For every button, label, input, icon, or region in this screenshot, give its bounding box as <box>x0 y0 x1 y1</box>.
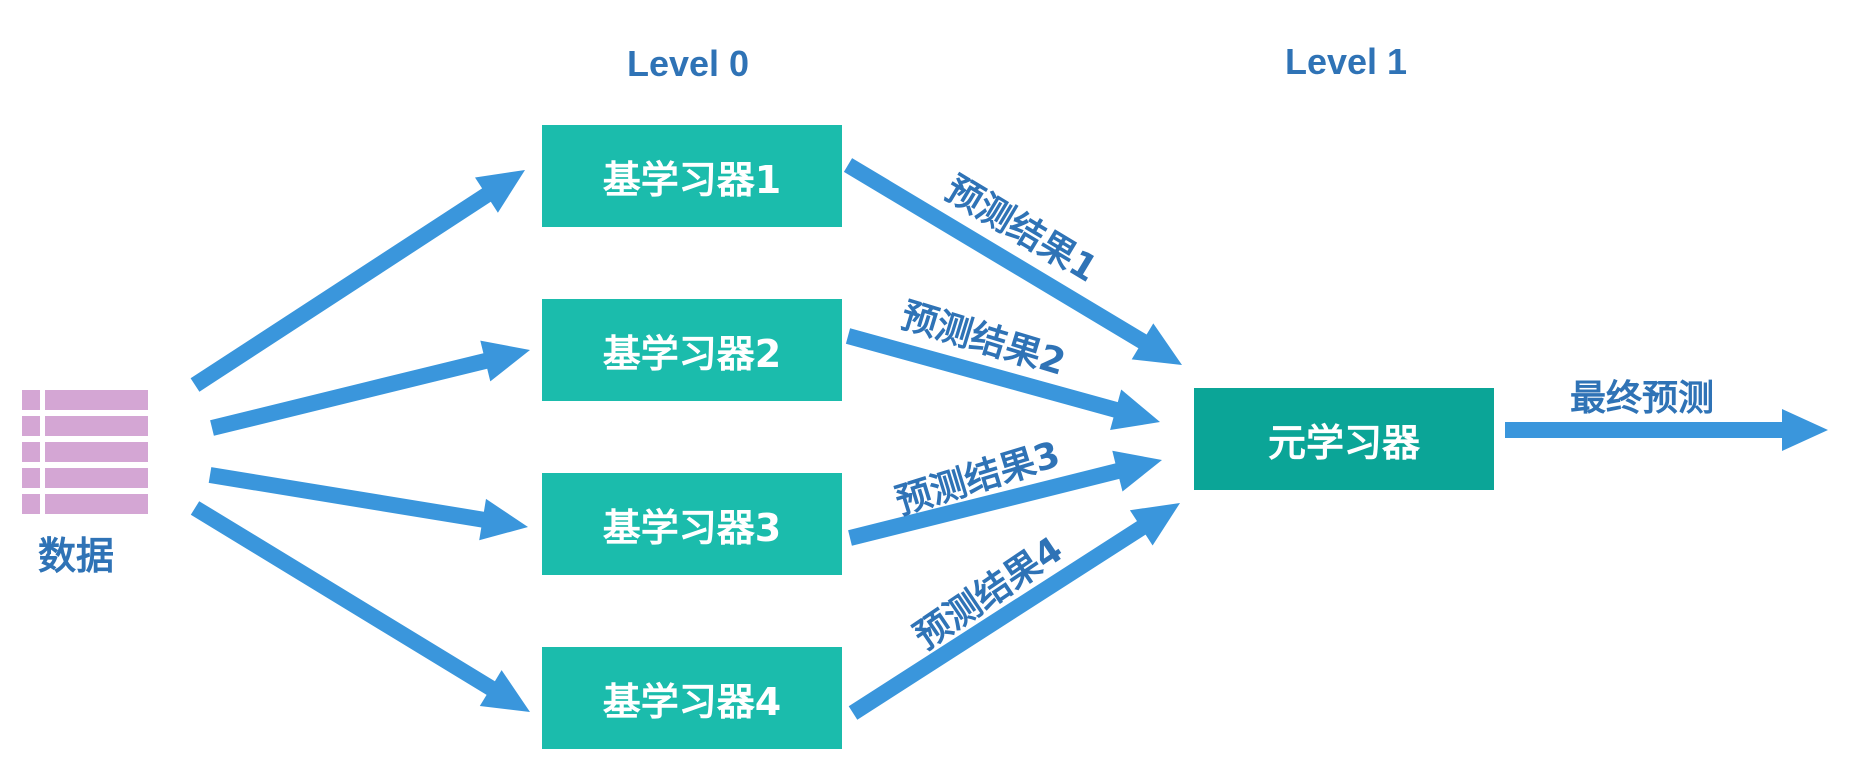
arrow-base-1-to-meta <box>843 158 1182 365</box>
meta-learner: 元学习器 <box>1194 388 1494 490</box>
level-0-heading: Level 0 <box>627 43 750 84</box>
arrow-base-2-to-meta <box>845 328 1160 430</box>
arrow-base-4-to-meta <box>848 503 1180 720</box>
data-label: 数据 <box>38 534 115 578</box>
base-learner-4: 基学习器4 <box>542 647 842 749</box>
level-1-heading: Level 1 <box>1285 41 1408 82</box>
arrow-base-3-to-meta <box>848 450 1162 546</box>
data-table-icon <box>22 390 148 514</box>
arrow-final-output <box>1505 409 1828 451</box>
base-learner-2: 基学习器2 <box>542 299 842 401</box>
arrow-data-to-base-3 <box>208 467 528 541</box>
arrow-data-to-base-4 <box>190 501 531 712</box>
base-learner-3: 基学习器3 <box>542 473 842 575</box>
arrow-data-to-base-2 <box>210 340 530 436</box>
final-prediction-label: 最终预测 <box>1569 378 1715 419</box>
arrow-data-to-base-1 <box>190 170 525 392</box>
base-learner-1: 基学习器1 <box>542 125 842 227</box>
